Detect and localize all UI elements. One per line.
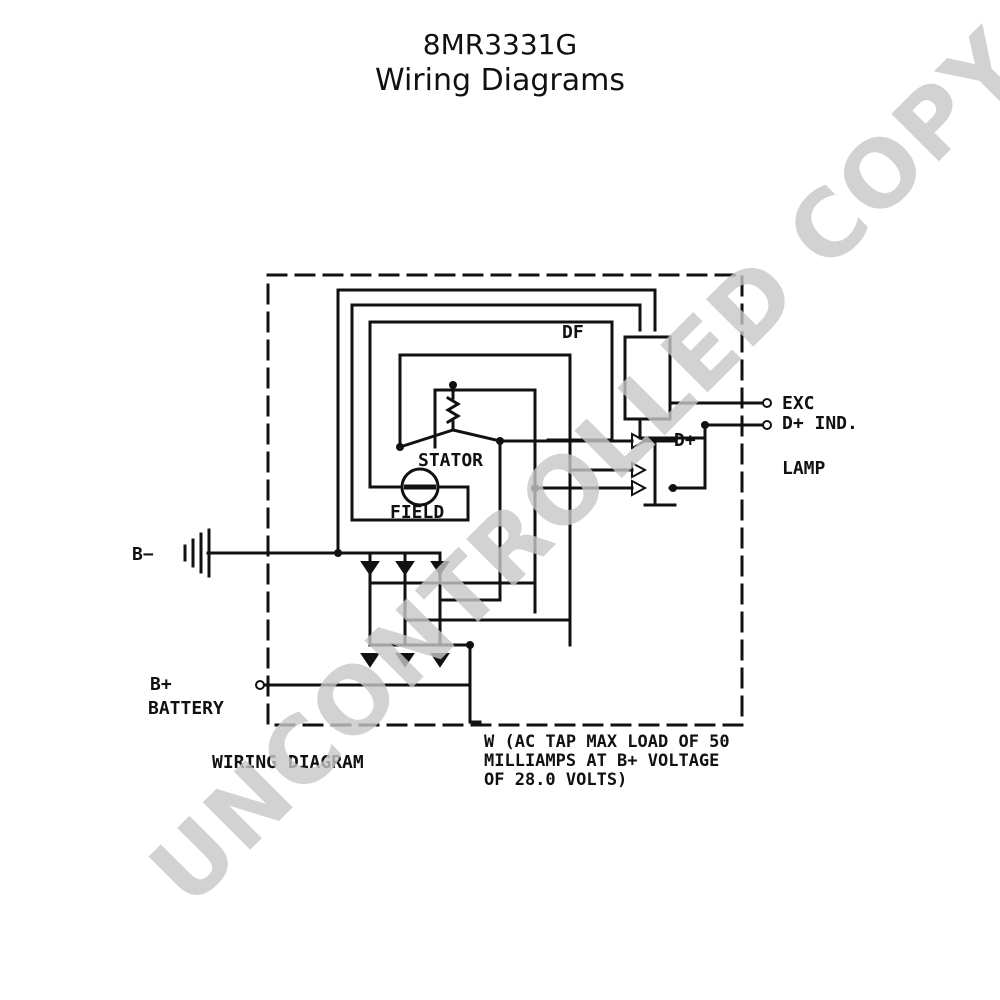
field-rotor-symbol (400, 467, 440, 507)
w-note-line-1: W (AC TAP MAX LOAD OF 50 (484, 732, 730, 752)
junction-dot-1 (496, 437, 504, 445)
field-lead-right (350, 485, 470, 522)
diagram-caption: WIRING DIAGRAM (212, 752, 364, 773)
stator-wye (398, 428, 502, 449)
d-plus-lead (668, 423, 767, 490)
bridge-ac-link-1 (368, 581, 572, 647)
regulator-d-plus-label: D+ (674, 430, 696, 451)
winding-loop-4 (398, 353, 572, 647)
junction-dot-3 (334, 549, 342, 557)
part-number: 8MR3331G (422, 28, 578, 61)
page-subtitle: Wiring Diagrams (374, 63, 626, 98)
stator-label: STATOR (418, 450, 483, 471)
stator-junction-dot (449, 381, 457, 389)
lamp-label: LAMP (782, 458, 826, 479)
alternator-housing-outline (266, 273, 744, 727)
w-note-line-2: MILLIAMPS AT B+ VOLTAGE (484, 751, 719, 771)
bridge-mid-1 (368, 581, 442, 647)
pos-diode-2 (395, 653, 415, 668)
ground-symbol (183, 528, 211, 578)
trio-diode-2 (631, 461, 648, 479)
winding-loop-5 (433, 388, 537, 614)
neg-diode-1 (360, 561, 380, 576)
w-note-line-3: OF 28.0 VOLTS) (484, 770, 627, 790)
df-label: DF (562, 322, 584, 343)
field-label: FIELD (390, 502, 444, 523)
d-plus-ind-label: D+ IND. (782, 413, 858, 434)
exc-label: EXC (782, 393, 815, 414)
pos-diode-3 (430, 653, 450, 668)
pos-diode-1 (360, 653, 380, 668)
b-plus-label: B+ (150, 674, 172, 695)
w-tap-lead (468, 643, 482, 724)
junction-dot-5 (701, 421, 709, 429)
b-minus-label: B− (132, 544, 154, 565)
junction-dot-6 (669, 484, 677, 492)
battery-label: BATTERY (148, 698, 224, 719)
stator-node-dot (396, 443, 404, 451)
winding-loop-1 (336, 288, 657, 555)
stator-coil (445, 383, 461, 432)
neg-diode-2 (395, 561, 415, 576)
stator-output (438, 439, 502, 602)
junction-dot-2 (531, 484, 539, 492)
winding-loop-2 (350, 303, 642, 522)
diode-trio-output (643, 439, 677, 507)
d-plus-terminal (762, 420, 772, 430)
junction-dot-4 (466, 641, 474, 649)
trio-diode-3 (631, 479, 648, 497)
regulator-box (623, 335, 672, 421)
title-block: 8MR3331G Wiring Diagrams (0, 28, 1000, 100)
neg-diode-3 (430, 561, 450, 576)
trio-diode-1 (631, 432, 648, 450)
exc-terminal (762, 398, 772, 408)
b-plus-terminal (255, 680, 265, 690)
